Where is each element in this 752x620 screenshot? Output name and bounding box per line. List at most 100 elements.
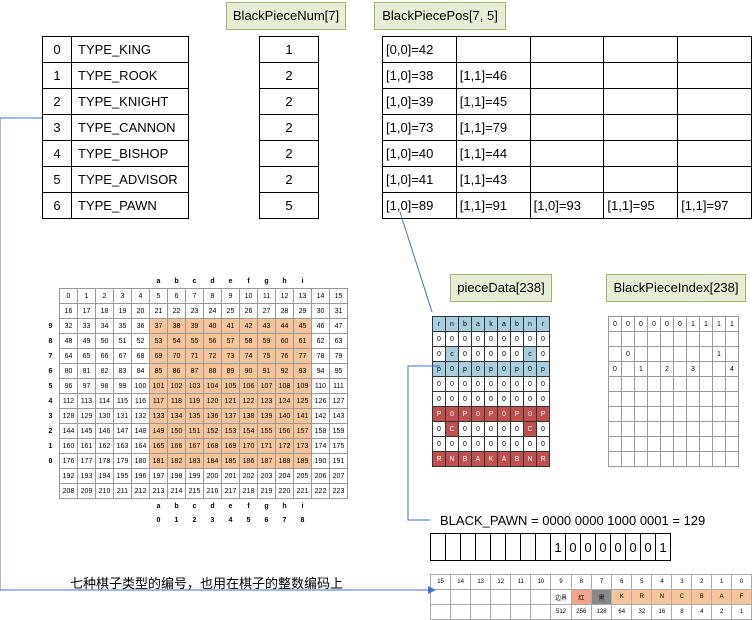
piece-cell: n	[523, 316, 537, 332]
board-cell: 157	[293, 423, 312, 439]
board-cell: 122	[239, 393, 258, 409]
type-index: 2	[42, 88, 72, 115]
board-cell: 72	[203, 348, 222, 364]
board-cell: 138	[239, 408, 258, 424]
pos-cell	[677, 88, 752, 115]
rank-label: 5	[48, 382, 53, 390]
bit-cell: 1	[655, 533, 671, 561]
piece-cell: A	[471, 451, 485, 467]
header-black-piece-pos: BlackPiecePos[7, 5]	[374, 2, 506, 30]
file-letter: a	[156, 502, 161, 510]
file-letter: i	[301, 277, 304, 285]
board-cell: 101	[149, 378, 168, 394]
board-cell: 156	[275, 423, 294, 439]
board-cell: 188	[275, 453, 294, 469]
rank-label: 2	[48, 427, 53, 435]
rank-label: 4	[48, 397, 53, 405]
board-cell: 117	[149, 393, 168, 409]
type-name: TYPE_ROOK	[71, 62, 189, 89]
index-cell	[725, 451, 739, 467]
num-value: 2	[259, 88, 319, 115]
board-cell: 61	[293, 333, 312, 349]
arrow-head	[428, 586, 436, 594]
rank-label: 3	[48, 412, 53, 420]
pos-cell	[677, 62, 752, 89]
board-cell: 103	[185, 378, 204, 394]
num-row: 2	[259, 114, 319, 141]
board-cell: 182	[167, 453, 186, 469]
bit-table-cell: B	[691, 589, 713, 605]
board-cell: 223	[329, 483, 348, 499]
board-cell: 186	[239, 453, 258, 469]
board-cell: 137	[221, 408, 240, 424]
piece-cell: 0	[497, 361, 511, 377]
file-number: 8	[300, 516, 305, 524]
piece-cell: R	[536, 451, 550, 467]
board-cell: 43	[257, 318, 276, 334]
piece-cell: 0	[523, 361, 537, 377]
file-letter: e	[228, 277, 233, 285]
type-index: 6	[42, 192, 72, 219]
piece-cell: k	[484, 316, 498, 332]
file-letter: f	[247, 502, 250, 510]
board-cell: 167	[185, 438, 204, 454]
piece-cell: r	[536, 316, 550, 332]
board-cell: 185	[221, 453, 240, 469]
pos-cell: [1,0]=89	[382, 192, 457, 219]
piece-cell: N	[523, 451, 537, 467]
file-letter: c	[192, 277, 197, 285]
num-value: 5	[259, 192, 319, 219]
pos-cell	[603, 88, 679, 115]
pos-cell	[677, 166, 752, 193]
piece-cell: n	[445, 316, 459, 332]
rank-label: 8	[48, 337, 53, 345]
pos-cell: [1,1]=95	[603, 192, 679, 219]
bit-table-cell: F	[731, 589, 752, 605]
header-black-piece-num: BlackPieceNum[7]	[226, 2, 346, 30]
board-cell: 155	[257, 423, 276, 439]
piece-connector-line	[407, 365, 440, 521]
type-index: 1	[42, 62, 72, 89]
file-letter: c	[192, 502, 197, 510]
board-cell: 211	[113, 483, 132, 499]
file-number: 4	[228, 516, 233, 524]
board-cell: 173	[293, 438, 312, 454]
pos-cell: [1,1]=91	[455, 192, 531, 219]
pos-cell: [1,1]=97	[677, 192, 752, 219]
pos-row: [1,0]=73[1,1]=79	[382, 114, 752, 141]
board-cell: 216	[203, 483, 222, 499]
pos-cell: [1,0]=40	[382, 140, 457, 167]
board-cell: 109	[293, 378, 312, 394]
bit-cell: 0	[580, 533, 596, 561]
file-letter: b	[174, 277, 179, 285]
board-cell: 124	[275, 393, 294, 409]
piece-cell: a	[471, 316, 485, 332]
pos-row: [1,0]=39[1,1]=45	[382, 88, 752, 115]
board-cell: 56	[203, 333, 222, 349]
piece-cell: p	[458, 361, 472, 377]
file-letter: g	[264, 502, 269, 510]
pos-row: [0,0]=42	[382, 36, 752, 63]
file-letter: a	[156, 277, 161, 285]
file-number: 5	[246, 516, 251, 524]
board-cell: 134	[167, 408, 186, 424]
